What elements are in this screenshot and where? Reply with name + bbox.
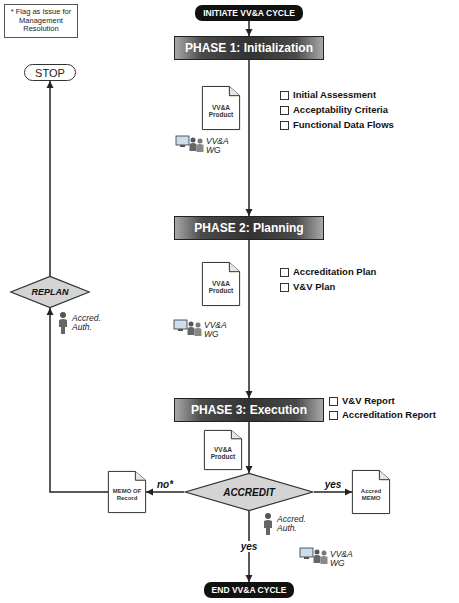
node-text: REPLAN [31,287,68,297]
checklist-item: Accreditation Report [329,409,436,420]
phase-box: PHASE 1: Initialization [174,36,324,60]
stop-terminal: STOP [24,64,76,81]
node-text: STOP [35,67,65,79]
phase-box: PHASE 2: Planning [174,216,324,240]
phase-box: PHASE 3: Execution [174,398,324,422]
connector [314,489,352,496]
node-text: INITIATE VV&A CYCLE [203,8,295,18]
checklist-item: Acceptability Criteria [280,104,388,115]
edge-label: yes [323,479,344,490]
note-box: * Flag as Issue for Management Resolutio… [4,4,78,38]
role-label: VV&A WG [206,137,240,155]
role-label: Accred. Auth. [277,515,317,533]
work-group-icon [174,320,202,336]
node-text: END VV&A CYCLE [212,585,287,595]
node-text: VV&A Product [206,446,240,460]
terminal-box: END VV&A CYCLE [204,582,295,598]
terminal-box: INITIATE VV&A CYCLE [195,5,303,21]
node-text: VV&A Product [204,104,238,118]
checklist-item: V&V Report [329,395,395,406]
document-icon: VV&A Product [204,430,242,470]
decision-diamond: ACCREDIT [184,473,314,511]
checklist-item: Functional Data Flows [280,119,394,130]
person-icon [264,513,272,535]
connector [246,21,253,36]
decision-diamond: REPLAN [10,276,90,308]
role-label: VV&A WG [330,550,364,568]
connector [146,489,184,496]
connector [246,60,253,216]
node-text: Accred MEMO [354,488,388,501]
role-label: Accred. Auth. [72,314,112,332]
node-text: PHASE 1: Initialization [185,41,313,55]
node-text: ACCREDIT [223,487,275,498]
checklist-item: Initial Assessment [280,89,376,100]
edge-label: no* [155,479,175,490]
node-text: * Flag as Issue for Management Resolutio… [8,8,74,34]
node-text: MEMO OF Record [110,488,144,501]
document-icon: VV&A Product [202,262,240,306]
work-group-icon [176,136,204,152]
edge-label: yes [239,541,260,552]
person-icon [59,312,67,334]
connector [246,422,253,473]
work-group-icon [300,548,328,564]
document-icon: Accred MEMO [352,470,390,514]
node-text: PHASE 3: Execution [191,403,307,417]
document-icon: MEMO OF Record [108,471,146,513]
document-icon: VV&A Product [202,86,240,130]
role-label: VV&A WG [204,321,238,339]
node-text: PHASE 2: Planning [194,221,303,235]
checklist-item: Accreditation Plan [280,266,376,277]
connector [47,308,109,492]
checklist-item: V&V Plan [280,281,335,292]
connector [246,240,253,398]
node-text: VV&A Product [204,280,238,294]
connector [47,81,54,276]
